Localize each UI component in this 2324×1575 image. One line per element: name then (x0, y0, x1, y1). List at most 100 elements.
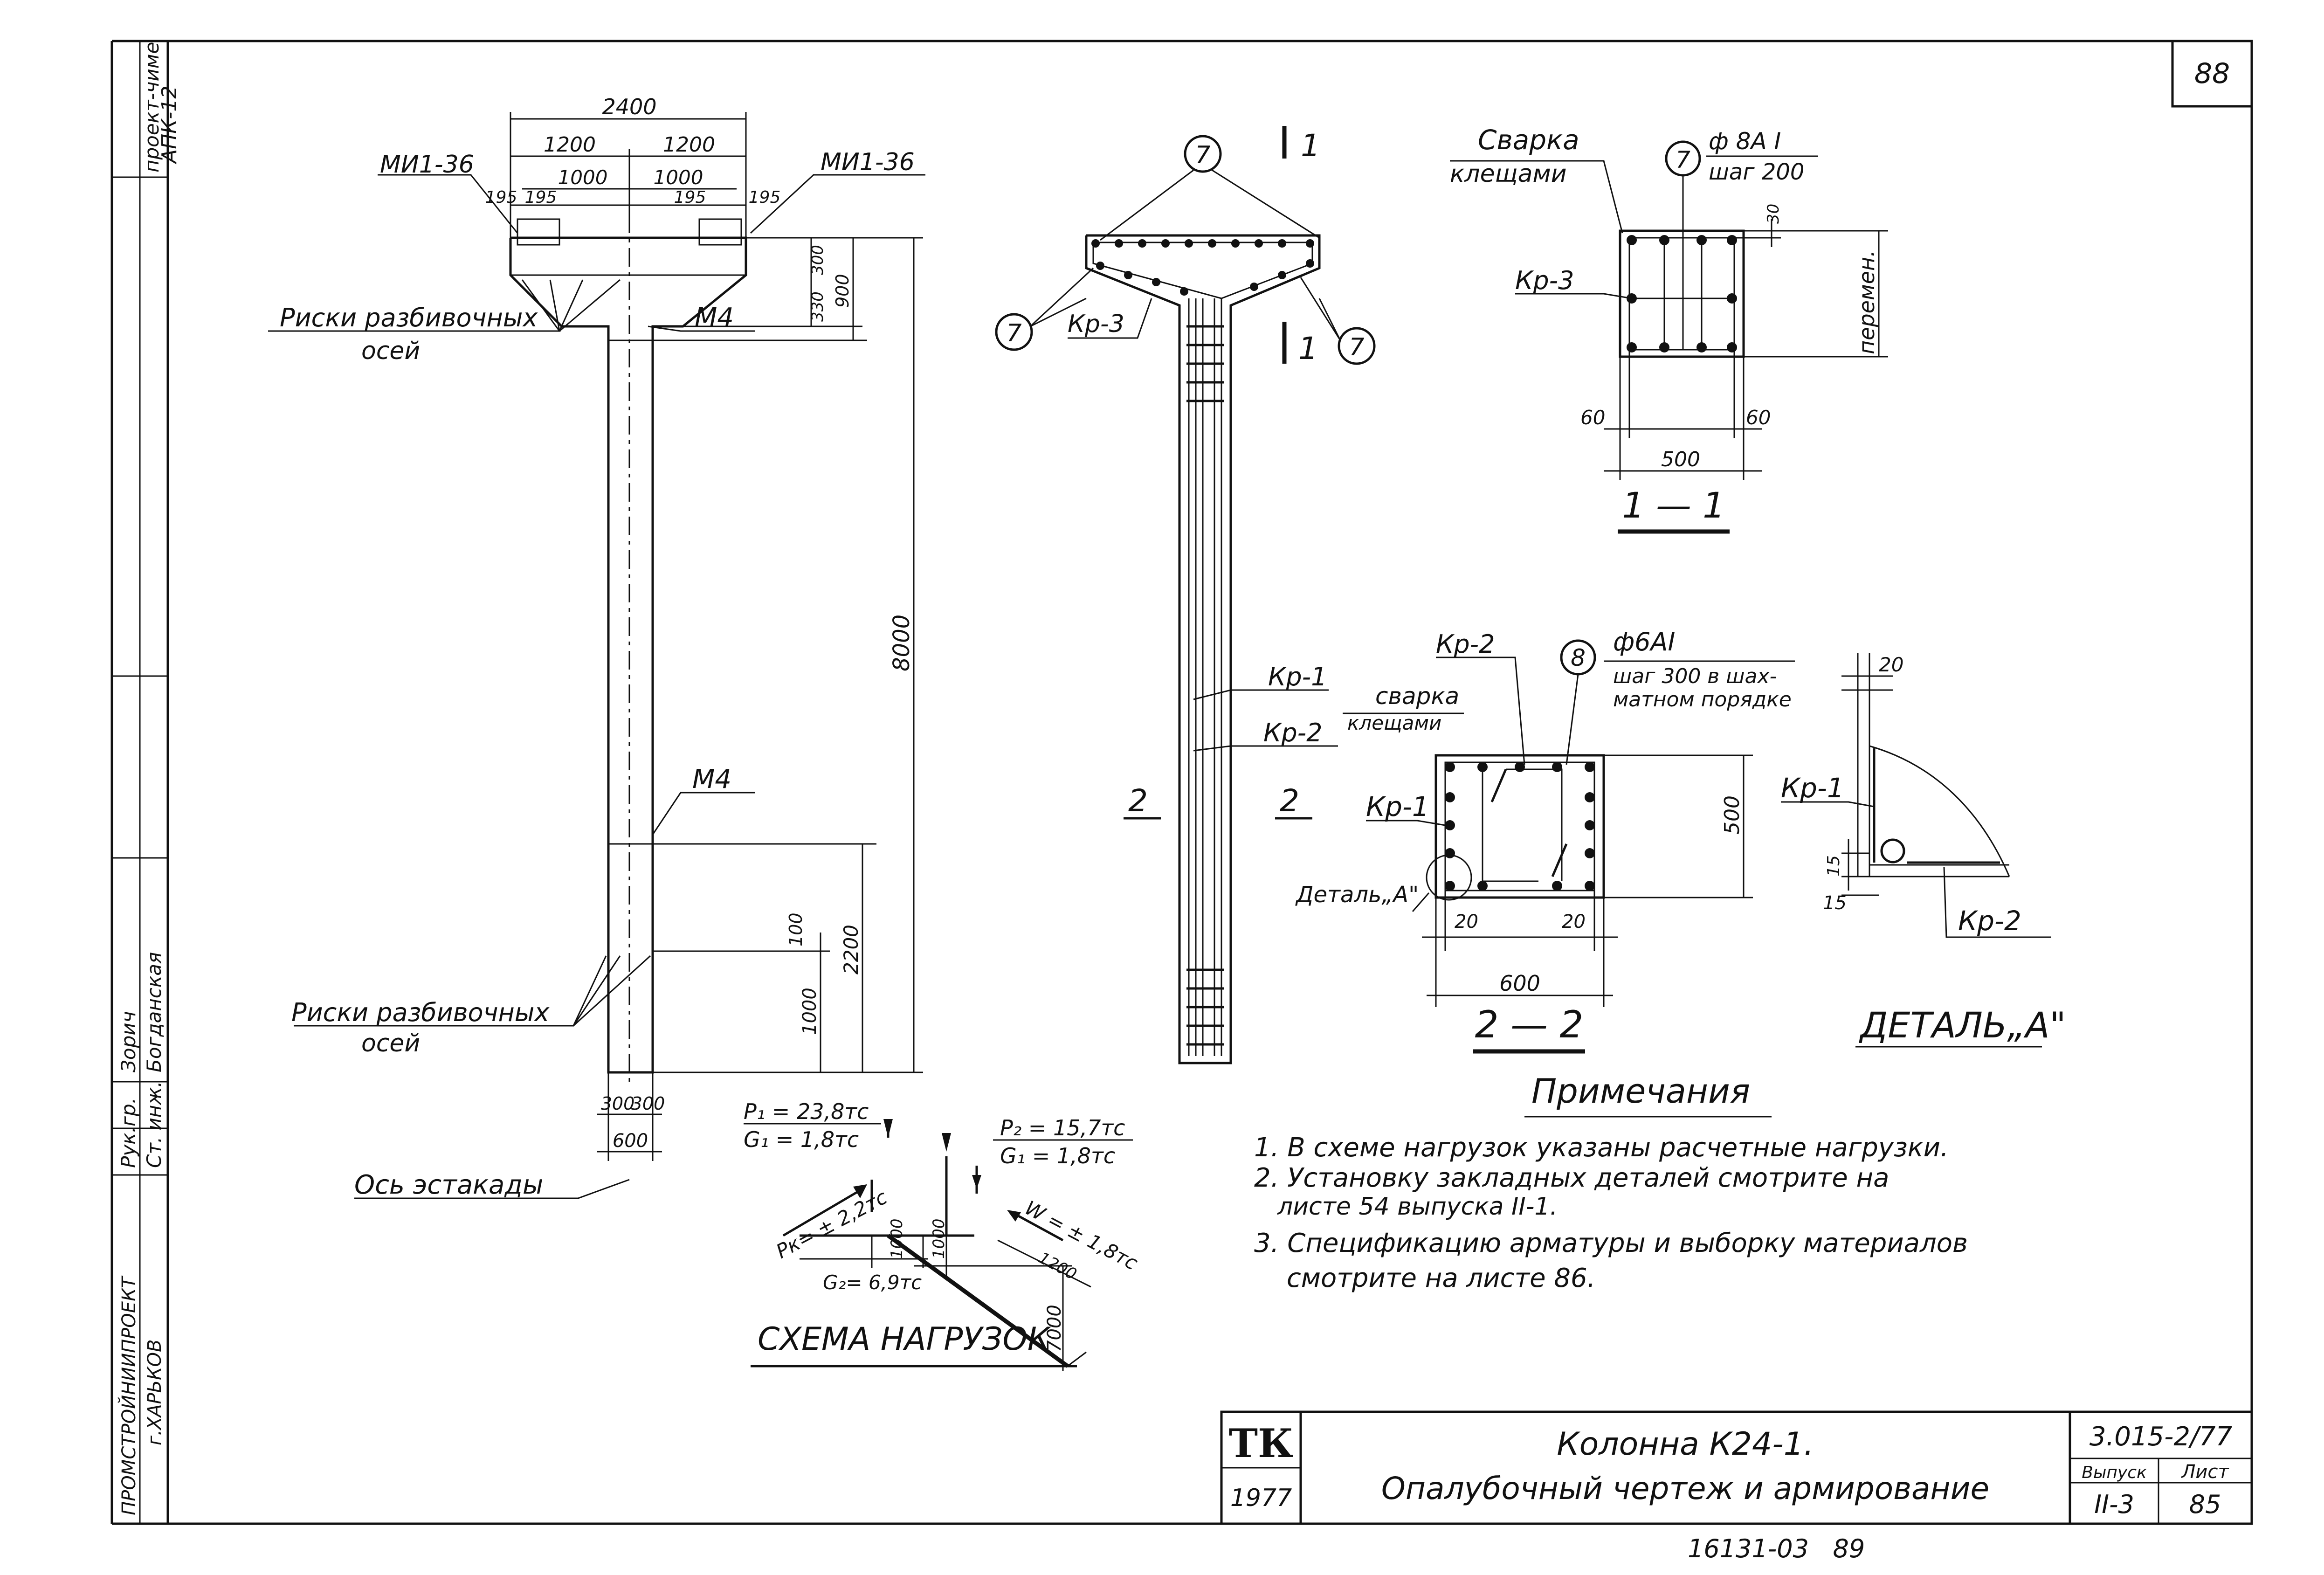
load-scheme (751, 1119, 1091, 1371)
stamp-city: г.ХАРЬКОВ (144, 1340, 166, 1445)
risk-label-bottom: Риски разбивочных (291, 998, 550, 1027)
load-title: СХЕМА НАГРУЗОК (758, 1321, 1051, 1358)
note-1: 1. В схеме нагрузок указаны расчетные на… (1254, 1133, 1949, 1163)
s22-dim-600: 600 (1499, 971, 1540, 996)
stamp-name-2: Богданская (143, 952, 166, 1072)
note-2b: листе 54 выпуска II-1. (1277, 1193, 1558, 1221)
s22-dim-500: 500 (1720, 795, 1744, 835)
title-block (1220, 1410, 2253, 1525)
tb-sheet: 85 (2189, 1490, 2221, 1519)
tb-code: 3.015-2/77 (2090, 1422, 2233, 1452)
load-g2: G₂= 6,9тс (823, 1271, 922, 1294)
dim-2200: 2200 (840, 925, 862, 974)
pos-7-top: 7 (1195, 141, 1210, 169)
pos-7-left: 7 (1006, 319, 1021, 347)
s22-detail-ref: Деталь„А" (1295, 882, 1419, 908)
tb-sheet-label: Лист (2180, 1461, 2229, 1483)
load-p1: P₁ = 23,8тс (744, 1099, 869, 1124)
dim-8000: 8000 (889, 615, 915, 671)
detail-a-labels: 20 Кр-1 15 15 Кр-2 ДЕТАЛЬ„А" (1781, 653, 2066, 1048)
s11-weld-b: клещами (1450, 160, 1567, 188)
tb-name: Колонна К24-1. (1557, 1426, 1814, 1463)
s11-dim-60-b: 60 (1746, 406, 1771, 429)
load-d1200: 1200 (1035, 1249, 1080, 1284)
s11-dim-60-a: 60 (1580, 406, 1605, 429)
s11-bar: ф 8А I (1709, 128, 1781, 155)
section-1-1 (1450, 140, 1888, 534)
load-g1-b: G₁ = 1,8тс (1000, 1143, 1115, 1168)
da-dim-20: 20 (1879, 653, 1903, 676)
m4-top: М4 (695, 303, 734, 333)
sheet-frame (110, 40, 2253, 1525)
tb-issue: II-3 (2094, 1490, 2134, 1519)
dim-900: 900 (832, 274, 853, 308)
section-2-2-labels: Кр-2 8 ф6АI шаг 300 в шах- матном порядк… (1295, 627, 1795, 1046)
da-dim-15-b: 15 (1823, 892, 1847, 914)
note-3: 3. Спецификацию арматуры и выборку матер… (1254, 1228, 1968, 1258)
s22-kr1: Кр-1 (1366, 791, 1429, 822)
s11-pos-7: 7 (1676, 146, 1690, 173)
section-2-2 (1366, 639, 1753, 1054)
da-kr1: Кр-1 (1781, 772, 1844, 804)
s11-dim-500: 500 (1661, 448, 1700, 471)
weld-label: сварка (1375, 683, 1459, 710)
s22-title: 2 — 2 (1475, 1003, 1584, 1046)
load-scheme-labels: P₁ = 23,8тс G₁ = 1,8тс P₂ = 15,7тс G₁ = … (744, 1099, 1141, 1358)
kr3-label: Кр-3 (1068, 310, 1124, 338)
risk-label-top: Риски разбивочных (280, 303, 538, 332)
load-pk: Pк= ± 2,2тс (772, 1185, 891, 1263)
s22-step-b: матном порядке (1613, 688, 1792, 712)
s22-step: шаг 300 в шах- (1613, 664, 1777, 688)
elevation-labels: 2400 1200 1200 1000 1000 195 195 195 195… (280, 94, 915, 1200)
section-1-mark-top: 1 (1301, 128, 1320, 164)
s11-kr3: Кр-3 (1515, 266, 1574, 295)
load-d7000: 7000 (1044, 1305, 1065, 1352)
load-p2: P₂ = 15,7тс (1000, 1115, 1125, 1140)
notes: Примечания 1. В схеме нагрузок указаны р… (1254, 1071, 1968, 1293)
dim-195-d: 195 (749, 188, 781, 207)
dim-1000-right: 1000 (654, 166, 703, 189)
da-title: ДЕТАЛЬ„А" (1859, 1004, 2066, 1046)
side-stamp: проект-чиме АПК-12 Рук.гр. Ст. инж. Зори… (117, 42, 181, 1515)
bottom-stamp: 16131-03 89 (1688, 1534, 1865, 1563)
part-mi1-36-left: МИ1-36 (380, 151, 474, 179)
s22-kr2: Кр-2 (1436, 629, 1495, 659)
dim-300: 300 (808, 245, 827, 275)
s22-dim-20-a: 20 (1455, 911, 1478, 933)
pos-7-right: 7 (1349, 333, 1364, 361)
title-block-texts: ТК 1977 Колонна К24-1. Опалубочный черте… (1229, 1420, 2233, 1519)
risk-label-bottom-axes: осей (361, 1029, 420, 1057)
section-2-right: 2 (1280, 783, 1299, 819)
reinforcement-labels: 1 1 7 7 7 Кр-3 Кр-1 Кр-2 сварка клещами … (1006, 128, 1459, 820)
da-kr2: Кр-2 (1958, 905, 2021, 937)
dim-195-c: 195 (674, 188, 706, 207)
m4-mid: М4 (692, 764, 731, 794)
stamp-code: АПК-12 (158, 86, 181, 165)
detail-a (1781, 653, 2051, 938)
s11-weld: Сварка (1478, 124, 1579, 156)
load-g1: G₁ = 1,8тс (744, 1127, 859, 1152)
dim-bottom-300-b: 300 (631, 1093, 665, 1114)
dim-bottom-300-a: 300 (601, 1093, 635, 1114)
s11-variable: перемен. (1854, 250, 1879, 354)
reinforcement-view (995, 126, 1464, 1064)
dim-1000: 1000 (799, 988, 821, 1035)
risk-label-top-axes: осей (361, 337, 420, 365)
tb-issue-label: Выпуск (2082, 1463, 2147, 1482)
column-elevation (268, 112, 925, 1199)
stamp-role-2: Ст. инж. (143, 1081, 166, 1168)
kr2-label: Кр-2 (1263, 718, 1322, 747)
stamp-org: ПРОМСТРОЙНИИПРОЕКТ (117, 1275, 140, 1515)
dim-2400: 2400 (602, 94, 656, 119)
dim-195-a: 195 (485, 188, 517, 207)
tk-logo: ТК (1229, 1420, 1294, 1466)
dim-330: 330 (808, 291, 827, 322)
dim-100: 100 (786, 912, 806, 946)
s11-dim-30: 30 (1764, 204, 1783, 224)
load-d1000-b: 1000 (930, 1218, 948, 1259)
load-d1000-a: 1000 (888, 1218, 906, 1259)
tb-subtitle: Опалубочный чертеж и армирование (1381, 1471, 1989, 1506)
dim-1000-left: 1000 (558, 166, 608, 189)
dim-600: 600 (613, 1130, 648, 1152)
